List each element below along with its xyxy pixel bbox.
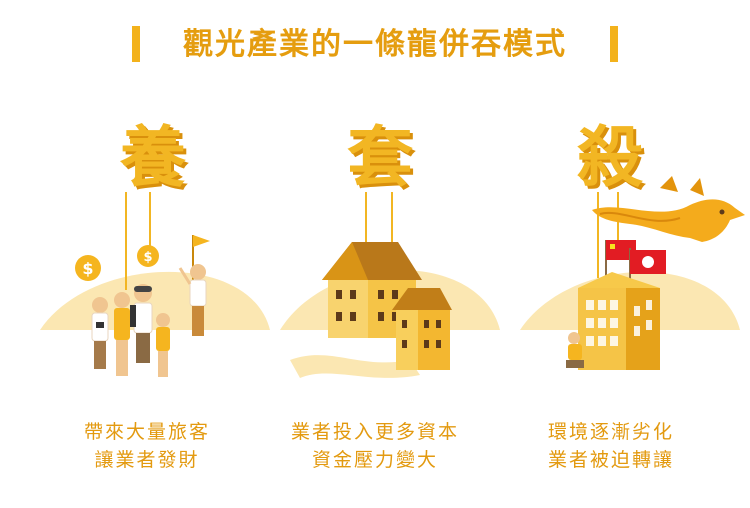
caption-middle-line1: 業者投入更多資本 xyxy=(290,421,459,443)
flags-illustration xyxy=(605,240,666,290)
caption-right: 環境逐漸劣化 業者被迫轉讓 xyxy=(506,418,716,474)
hill-left xyxy=(40,271,270,330)
svg-text:$: $ xyxy=(143,250,152,265)
caption-right-line2: 業者被迫轉讓 xyxy=(547,449,674,471)
caption-right-line1: 環境逐漸劣化 xyxy=(547,421,674,443)
caption-left-line2: 讓業者發財 xyxy=(94,449,200,471)
title-right-bar xyxy=(610,26,618,62)
stage-char-nurture: 養 xyxy=(120,119,186,196)
dragon-illustration xyxy=(592,176,745,242)
coin-icon: $ xyxy=(137,245,159,267)
page-title: 觀光產業的一條龍併吞模式 xyxy=(183,27,567,62)
caption-left-line1: 帶來大量旅客 xyxy=(83,421,210,443)
caption-left: 帶來大量旅客 讓業者發財 xyxy=(42,418,252,474)
caption-middle-line2: 資金壓力變大 xyxy=(311,449,438,471)
caption-middle: 業者投入更多資本 資金壓力變大 xyxy=(270,418,480,474)
coin-icon: $ xyxy=(75,255,101,281)
svg-text:$: $ xyxy=(82,259,93,278)
title-left-bar xyxy=(132,26,140,62)
title-banner: 觀光產業的一條龍併吞模式 xyxy=(132,22,618,68)
flag-icon xyxy=(193,235,210,247)
building-illustration xyxy=(566,272,660,370)
stage-char-trap: 套 xyxy=(347,119,413,196)
tourist-group xyxy=(91,264,207,377)
house-illustration xyxy=(290,242,452,378)
stage-char-kill: 殺 xyxy=(577,119,643,196)
